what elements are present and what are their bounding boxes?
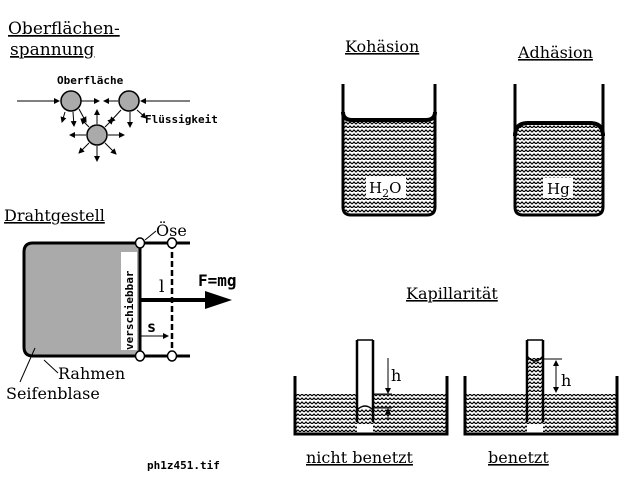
capillarity-title: Kapillarität: [406, 284, 498, 303]
eyelet-bottom-left: [134, 350, 146, 362]
wire-frame-section: Drahtgestell Öse verschiebbar l F=mg s R…: [4, 206, 237, 403]
force-arrowhead: [205, 291, 232, 309]
cohesion-liquid-label: H2O: [369, 179, 401, 200]
molecule-left: [60, 90, 82, 112]
left-caption: nicht benetzt: [306, 448, 414, 467]
adhesion-title: Adhäsion: [517, 43, 593, 62]
right-basin: [463, 376, 619, 436]
right-tube-meniscus: [526, 355, 544, 362]
slider-label-bg: [121, 252, 137, 350]
molecule-right: [118, 90, 140, 112]
adhesion-section: Adhäsion Hg: [513, 43, 605, 217]
cohesion-meniscus: [341, 111, 437, 122]
frame-pointer: [43, 359, 59, 374]
frame-label: Rahmen: [58, 364, 125, 383]
cohesion-vessel: [341, 84, 437, 217]
file-name: ph1z451.tif: [147, 459, 220, 472]
adhesion-label-bg: [543, 178, 573, 198]
right-tube-liquid: [527, 358, 543, 424]
right-height-label: h: [561, 371, 571, 390]
surface-label: Oberfläche: [57, 74, 124, 87]
wire-frame-title: Drahtgestell: [4, 206, 105, 225]
eyelet-pointer: [144, 230, 157, 241]
left-basin: [293, 376, 449, 436]
force-label: F=mg: [198, 271, 237, 290]
distance-label: s: [147, 318, 156, 336]
slider-label: verschiebbar: [123, 270, 136, 350]
capillarity-section: Kapillarität h nicht benetzt h benetzt: [293, 284, 619, 467]
soap-film: [22, 241, 142, 358]
eyelet-top-right: [166, 237, 178, 249]
cohesion-label-bg: [366, 176, 406, 198]
surface-tension-section: Oberflächen- spannung Oberfläche Flüssig…: [8, 19, 218, 162]
length-label: l: [159, 277, 164, 297]
film-label: Seifenblase: [6, 384, 100, 403]
cohesion-section: Kohäsion H2O: [341, 37, 437, 217]
left-tube-meniscus: [356, 405, 374, 411]
eyelet-label: Öse: [156, 220, 187, 240]
adhesion-liquid: [515, 124, 603, 214]
adhesion-liquid-label: Hg: [547, 180, 570, 198]
adhesion-vessel: [513, 84, 605, 217]
molecule-inner: [86, 124, 108, 146]
eyelet-bottom-right: [166, 350, 178, 362]
right-caption: benetzt: [488, 448, 549, 467]
eyelet-top-left: [134, 237, 146, 249]
surface-tension-title-line1: Oberflächen-: [8, 19, 120, 39]
surface-tension-title-line2: spannung: [10, 40, 95, 60]
film-pointer: [19, 347, 36, 383]
left-height-label: h: [391, 366, 401, 385]
liquid-label: Flüssigkeit: [145, 113, 218, 126]
left-tube-liquid: [357, 408, 373, 424]
cohesion-title: Kohäsion: [345, 37, 419, 56]
force-arrows: [17, 98, 190, 162]
